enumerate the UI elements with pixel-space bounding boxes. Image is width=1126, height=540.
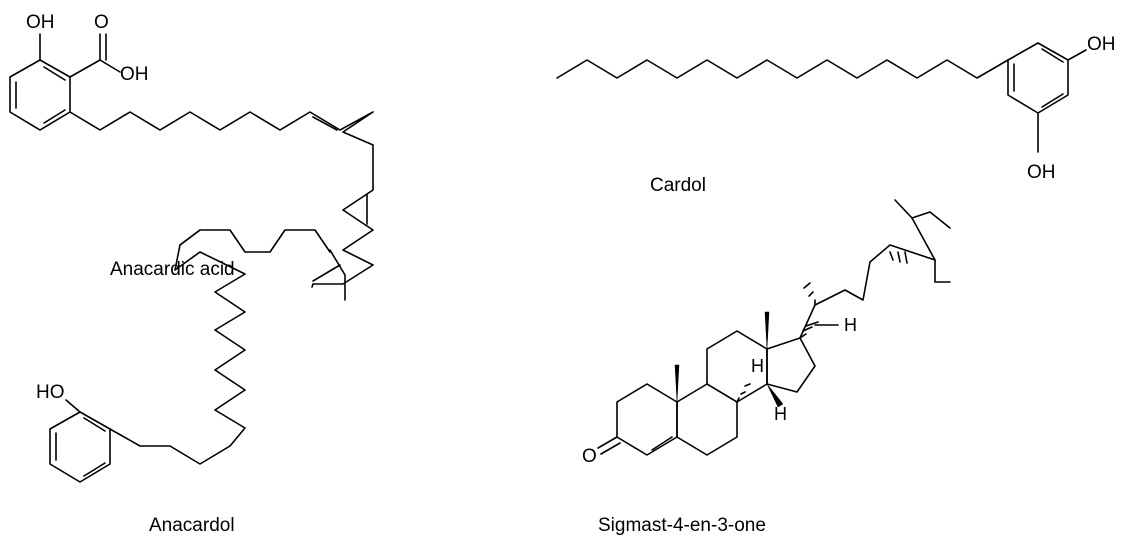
sigmast-ketone-o-label: O — [582, 446, 597, 467]
sigmast-hash-c20 — [803, 282, 816, 306]
anacardic-coh-bond — [99, 59, 121, 73]
sigmast-h8-label: H — [774, 404, 787, 424]
cardol-oh1-bond — [1067, 49, 1087, 61]
sigmast-ring-d — [766, 337, 816, 393]
sigmast-ketone-bond-1 — [597, 436, 618, 449]
anacardic-ring-double-3 — [43, 66, 66, 81]
sigmast-isopropyl-methyl — [894, 199, 913, 219]
anacardol-chain-tail — [179, 229, 201, 246]
sigmast-ketone-bond-2 — [600, 442, 621, 455]
anacardol-caption: Anacardol — [149, 515, 235, 536]
sigmast-methyl-wedge-10 — [674, 364, 680, 403]
anacardic-side-chain — [69, 111, 374, 288]
anacardic-acid-caption: Anacardic acid — [110, 259, 235, 280]
cardol-oh2-label: OH — [1027, 162, 1056, 183]
anacardic-db-1 — [312, 116, 338, 131]
cardol-benzene-ring — [1007, 42, 1069, 114]
anacardic-oh-label: OH — [26, 12, 55, 33]
sigmast-methyl-wedge-13 — [764, 311, 770, 350]
cardol-caption: Cardol — [650, 175, 706, 196]
sigmast-wedge-h8 — [766, 383, 784, 408]
anacardic-carbonyl-o-label: O — [94, 12, 109, 33]
sigmast-hash-c24 — [889, 251, 908, 264]
sigmast-ring-a-double — [651, 436, 673, 451]
anacardic-ring-double-2 — [43, 109, 66, 124]
anacardic-acid-structure: OH O OH Anacardic acid — [9, 12, 374, 288]
anacardic-benzene-ring — [9, 59, 71, 131]
cardol-alkyl-chain — [556, 59, 1009, 79]
sigmast-h9-label: H — [751, 356, 764, 376]
cardol-ring-double-3 — [1041, 93, 1064, 108]
anacardol-ho-label: HO — [36, 382, 65, 403]
sigmast-structure: O H H H — [582, 199, 951, 536]
sigmast-caption: Sigmast-4-en-3-one — [598, 515, 766, 536]
anacardic-db-3 — [312, 264, 341, 282]
anacardic-acid-oh-label: OH — [120, 64, 149, 85]
anacardic-acid-bond — [69, 59, 101, 78]
anacardol-alkyl-chain — [109, 229, 346, 465]
anacardol-benzene-ring — [49, 411, 111, 483]
sigmast-h17-label: H — [844, 315, 857, 335]
sigmast-hash-h9 — [736, 383, 751, 403]
sigmast-ring-a — [616, 383, 678, 456]
anacardol-ring-double-3 — [83, 462, 106, 477]
sigmast-isopropyl — [911, 211, 951, 261]
anacardol-ring-double-2 — [83, 417, 106, 432]
anacardol-ho-bond — [65, 399, 81, 413]
cardol-structure: OH OH Cardol — [556, 34, 1116, 196]
cardol-oh1-label: OH — [1087, 34, 1116, 55]
anacardol-structure: HO Anacardol — [36, 229, 346, 536]
sigmast-ring-b — [676, 383, 738, 456]
sigmast-side-chain — [799, 244, 951, 339]
cardol-ring-double-2 — [1041, 48, 1064, 63]
